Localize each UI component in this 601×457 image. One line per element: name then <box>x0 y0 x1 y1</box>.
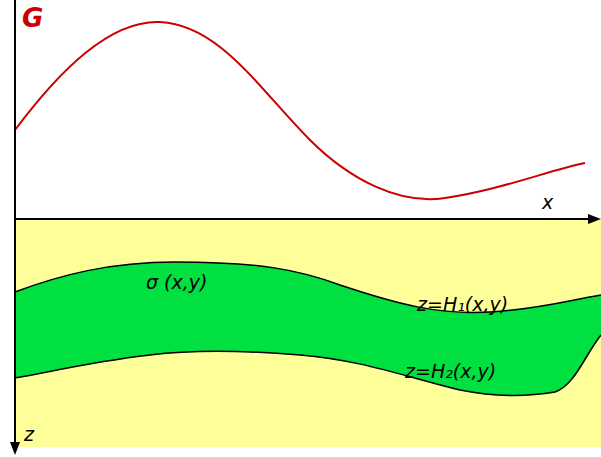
band-shape <box>16 255 601 400</box>
axis-label: z <box>24 424 34 445</box>
x-arrow <box>588 214 601 224</box>
axis-label: x <box>542 192 553 213</box>
z-axis <box>14 0 16 446</box>
band-fill <box>16 262 601 396</box>
ground-fill <box>15 220 601 447</box>
band-label: σ (x,y) <box>146 272 207 293</box>
boundary-label: z=H₂(x,y) <box>405 361 496 382</box>
band-boundary <box>16 335 601 396</box>
gravity-curve <box>15 22 585 199</box>
boundary-label: z=H₁(x,y) <box>417 294 508 315</box>
band-boundary <box>16 262 601 313</box>
z-arrow <box>10 442 20 455</box>
layer-band: σ (x,y) <box>16 255 601 400</box>
x-axis <box>15 218 592 220</box>
curve-label: G <box>22 4 43 33</box>
